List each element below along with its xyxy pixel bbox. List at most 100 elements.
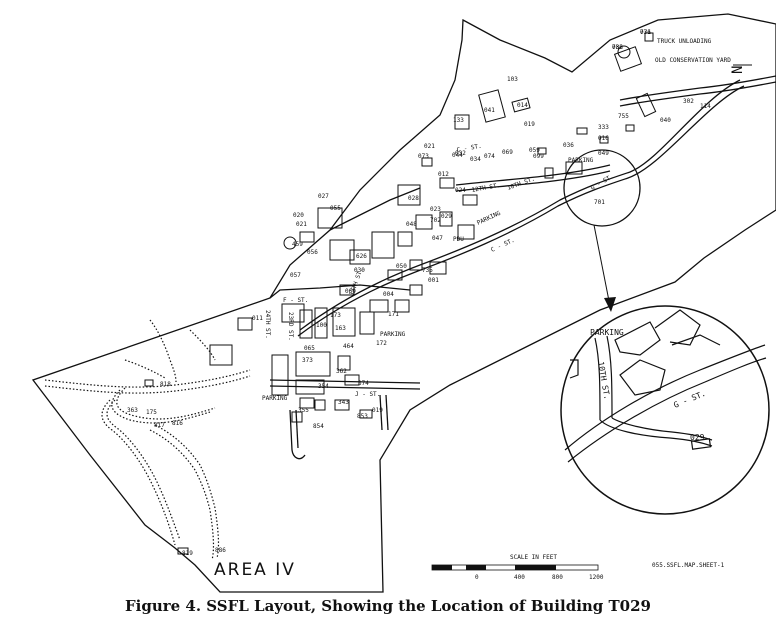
building-number-363: 363 — [127, 407, 138, 414]
map-labels: TRUCK UNLOADING OLD CONSERVATION YARD PA… — [262, 38, 731, 402]
label-parking-north: PARKING — [568, 157, 594, 164]
t029-inset-view: PARKING 10TH ST. G - ST. 029 — [560, 305, 770, 515]
area-iv-label: AREA IV — [214, 560, 296, 580]
label-24th-st: 24TH ST. — [264, 310, 271, 339]
building-number-100: 100 — [316, 322, 327, 329]
label-twelfth-st: 12TH ST. — [471, 182, 501, 194]
label-truck-unloading: TRUCK UNLOADING — [657, 38, 712, 45]
building-number-028: 028 — [408, 195, 419, 202]
building-number-011: 011 — [252, 315, 263, 322]
dirt-trails — [44, 319, 251, 561]
building-number-065: 065 — [304, 345, 315, 352]
building-number-702: 702 — [430, 217, 441, 224]
building-number-133: 133 — [453, 117, 464, 124]
north-arrow: N — [730, 64, 752, 74]
building-number-030: 030 — [354, 267, 365, 274]
building-number-171: 171 — [388, 311, 399, 318]
building-number-019: 019 — [372, 407, 383, 414]
building-number-001: 001 — [428, 277, 439, 284]
sheet-reference: 055.SSFL.MAP.SHEET-1 — [652, 562, 725, 569]
label-f-st: F - ST. — [283, 297, 308, 304]
building-number-029: 029 — [441, 213, 452, 220]
building-number-012: 012 — [438, 171, 449, 178]
label-g-st: G - ST. — [590, 173, 615, 192]
building-number-464: 464 — [343, 343, 354, 350]
building-number-731: 731 — [640, 29, 651, 36]
building-number-373: 373 — [302, 357, 313, 364]
building-number-020: 020 — [293, 212, 304, 219]
inset-parking-label: PARKING — [590, 328, 624, 337]
building-number-040: 040 — [660, 117, 671, 124]
building-footprints — [144, 32, 657, 555]
building-number-172: 172 — [376, 340, 387, 347]
building-number-069: 069 — [502, 149, 513, 156]
building-number-854: 854 — [313, 423, 324, 430]
scale-bar: SCALE IN FEET 0 400 800 1200 055.SSFL.MA… — [431, 554, 725, 581]
building-number-023: 023 — [430, 206, 441, 213]
building-number-073: 073 — [418, 153, 429, 160]
label-parking-west: PARKING — [262, 395, 288, 402]
building-number-032: 032 — [455, 150, 466, 157]
building-number-047: 047 — [432, 235, 443, 242]
building-number-819: 819 — [182, 550, 193, 557]
building-number-114: 114 — [700, 103, 711, 110]
label-c-st-north: C - ST. — [456, 143, 482, 154]
building-number-302: 302 — [683, 98, 694, 105]
building-number-355: 355 — [298, 407, 309, 414]
building-number-021: 021 — [424, 143, 435, 150]
label-23rd-st: 23RD ST. — [287, 312, 294, 341]
building-number-459: 459 — [292, 241, 303, 248]
building-number-886: 886 — [215, 547, 226, 554]
t029-locator-circle — [563, 149, 641, 227]
building-number-626: 626 — [356, 253, 367, 260]
building-number-086: 086 — [612, 44, 623, 51]
label-parking-south: PARKING — [380, 331, 406, 338]
label-old-conservation-yard: OLD CONSERVATION YARD — [655, 57, 731, 64]
locator-pointer-arrow — [604, 297, 616, 312]
building-number-036: 036 — [563, 142, 574, 149]
label-parking-center: PARKING — [476, 210, 502, 227]
building-number-034: 034 — [470, 156, 481, 163]
building-number-014: 014 — [517, 102, 528, 109]
building-number-056: 056 — [307, 249, 318, 256]
building-number-044: 044 — [452, 152, 463, 159]
building-number-732: 732 — [612, 44, 623, 51]
building-number-059: 059 — [529, 147, 540, 154]
building-number-175: 175 — [146, 409, 157, 416]
building-number-004: 004 — [383, 291, 394, 298]
building-number-050: 050 — [396, 263, 407, 270]
building-number-163: 163 — [335, 325, 346, 332]
building-number-027: 027 — [318, 193, 329, 200]
building-number-333: 333 — [598, 124, 609, 131]
label-j-st: J - ST. — [355, 391, 380, 398]
scale-tick-1200: 1200 — [589, 574, 604, 581]
building-number-853: 853 — [357, 413, 368, 420]
inset-building-029-label: 029 — [690, 433, 705, 442]
building-number-099: 099 — [533, 153, 544, 160]
building-number-024: 024 — [455, 187, 466, 194]
building-number-016: 016 — [598, 135, 609, 142]
building-number-060: 060 — [345, 288, 356, 295]
building-number-021: 021 — [296, 221, 307, 228]
building-number-362: 362 — [336, 368, 347, 375]
building-number-048: 048 — [406, 221, 417, 228]
building-number-055: 055 — [330, 205, 341, 212]
building-number-049: 049 — [598, 150, 609, 157]
building-number-735: 735 — [422, 267, 433, 274]
building-number-755: 755 — [618, 113, 629, 120]
area-iv-boundary — [31, 13, 776, 593]
building-number-701: 701 — [594, 199, 605, 206]
building-number-817: 817 — [154, 422, 165, 429]
building-number-076: 076 — [640, 29, 651, 36]
label-pdu: PDU — [453, 236, 464, 243]
figure-caption: Figure 4. SSFL Layout, Showing the Locat… — [125, 597, 651, 615]
scale-title: SCALE IN FEET — [510, 554, 557, 561]
north-icon: N — [730, 66, 746, 74]
building-number-354: 354 — [318, 383, 329, 390]
building-number-103: 103 — [507, 76, 518, 83]
locator-pointer-line — [593, 224, 611, 307]
building-number-074: 074 — [484, 153, 495, 160]
building-number-057: 057 — [290, 272, 301, 279]
